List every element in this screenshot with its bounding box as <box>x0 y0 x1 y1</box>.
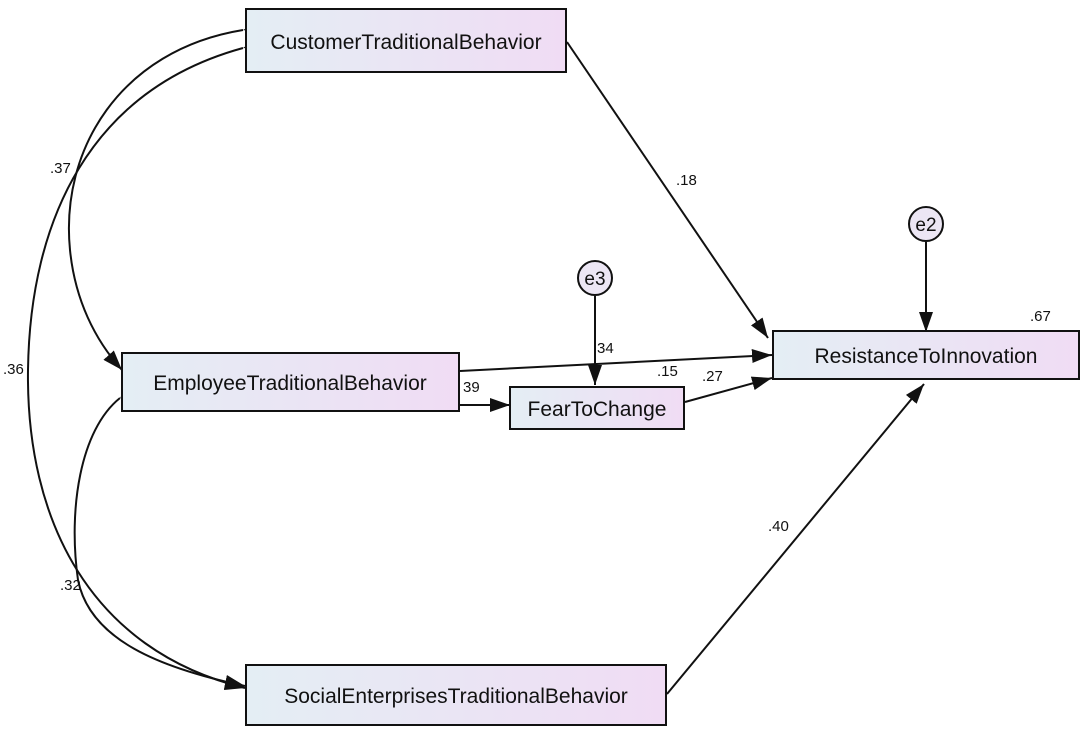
coef-employee-to-fear: 39 <box>463 379 480 396</box>
path-employee-to-resistance <box>459 349 773 372</box>
path-customer-to-resistance <box>566 41 769 339</box>
label-employee: EmployeeTraditionalBehavior <box>153 372 427 395</box>
label-e2: e2 <box>915 215 936 236</box>
label-fear: FearToChange <box>528 398 667 421</box>
path-fear-to-resistance <box>684 376 773 403</box>
label-customer: CustomerTraditionalBehavior <box>270 31 541 54</box>
coef-resistance-r-squared: .67 <box>1030 308 1051 325</box>
coef-customer-to-resistance: .18 <box>676 172 697 189</box>
box-fear-to-change: FearToChange <box>509 386 685 430</box>
box-social-enterprises-traditional-behavior: SocialEnterprisesTraditionalBehavior <box>245 664 667 726</box>
coef-cov-employee-social: .32 <box>60 577 81 594</box>
covariance-employee-social <box>73 380 246 689</box>
coef-cov-customer-social: .36 <box>3 361 24 378</box>
coef-fear-r-squared: 34 <box>597 340 614 357</box>
error-e3: e3 <box>577 260 613 296</box>
coef-social-to-resistance: .40 <box>768 518 789 535</box>
path-social-to-resistance <box>666 383 925 695</box>
label-social: SocialEnterprisesTraditionalBehavior <box>284 685 628 708</box>
covariance-customer-employee <box>68 19 264 371</box>
box-resistance-to-innovation: ResistanceToInnovation <box>772 330 1080 380</box>
coef-fear-to-resistance: .27 <box>702 368 723 385</box>
label-e3: e3 <box>584 269 605 290</box>
label-resistance: ResistanceToInnovation <box>815 345 1038 368</box>
error-e2: e2 <box>908 206 944 242</box>
coef-employee-to-resistance: .15 <box>657 363 678 380</box>
box-customer-traditional-behavior: CustomerTraditionalBehavior <box>245 8 567 73</box>
coef-cov-customer-employee: .37 <box>50 160 71 177</box>
box-employee-traditional-behavior: EmployeeTraditionalBehavior <box>121 352 460 412</box>
